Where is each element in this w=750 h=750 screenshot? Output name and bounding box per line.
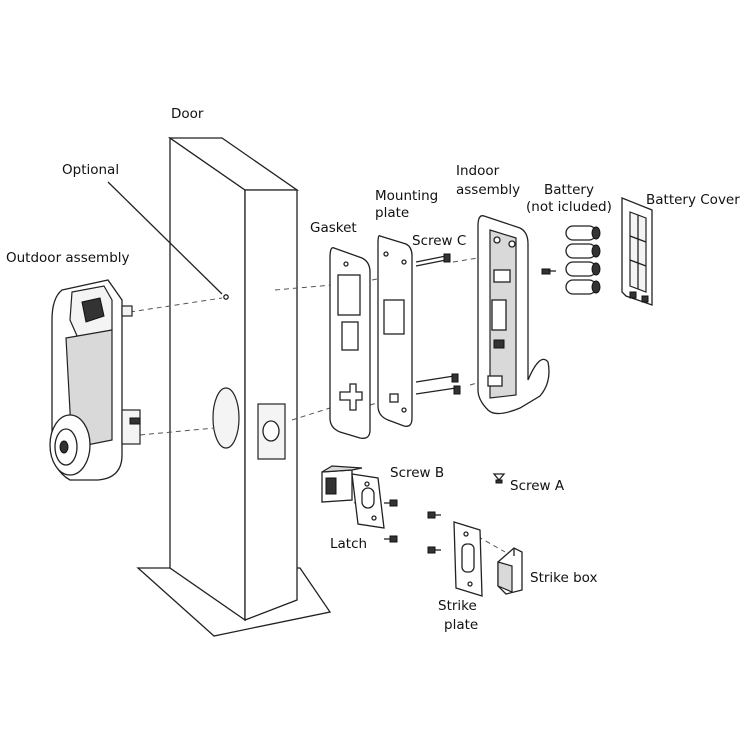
mounting-plate [377, 235, 413, 427]
strike-box [497, 547, 523, 595]
door-bore-hole [212, 387, 240, 449]
indoor-small-screw [541, 268, 556, 275]
label-strike-box: Strike box [530, 570, 598, 586]
gasket [329, 247, 371, 439]
label-door: Door [171, 106, 204, 122]
label-gasket: Gasket [310, 220, 357, 236]
battery-cover [621, 197, 653, 306]
label-mounting-plate-2: plate [375, 205, 410, 221]
label-indoor-assembly-1: Indoor [456, 163, 500, 179]
optional-leader [107, 181, 223, 295]
batteries [565, 225, 601, 295]
optional-hole [223, 294, 229, 300]
label-latch: Latch [330, 536, 368, 552]
label-mounting-plate-1: Mounting [375, 188, 439, 204]
label-battery-2: (not icluded) [526, 199, 612, 215]
label-outdoor-assembly: Outdoor assembly [6, 250, 130, 266]
label-strike-plate-2: plate [444, 617, 479, 633]
screw-a [492, 473, 506, 484]
indoor-assembly [477, 215, 550, 415]
latch [321, 465, 385, 529]
outdoor-assembly [49, 279, 141, 481]
screw-c [415, 253, 461, 395]
label-battery-1: Battery [544, 182, 594, 198]
label-battery-cover: Battery Cover [646, 192, 740, 208]
label-screw-c: Screw C [412, 233, 467, 249]
door [136, 136, 332, 637]
label-indoor-assembly-2: assembly [456, 182, 521, 198]
label-screw-b: Screw B [390, 465, 445, 481]
label-strike-plate-1: Strike [438, 598, 477, 614]
screw-b [384, 499, 441, 554]
strike-plate [453, 521, 483, 597]
label-optional: Optional [62, 162, 120, 178]
label-screw-a: Screw A [510, 478, 565, 494]
